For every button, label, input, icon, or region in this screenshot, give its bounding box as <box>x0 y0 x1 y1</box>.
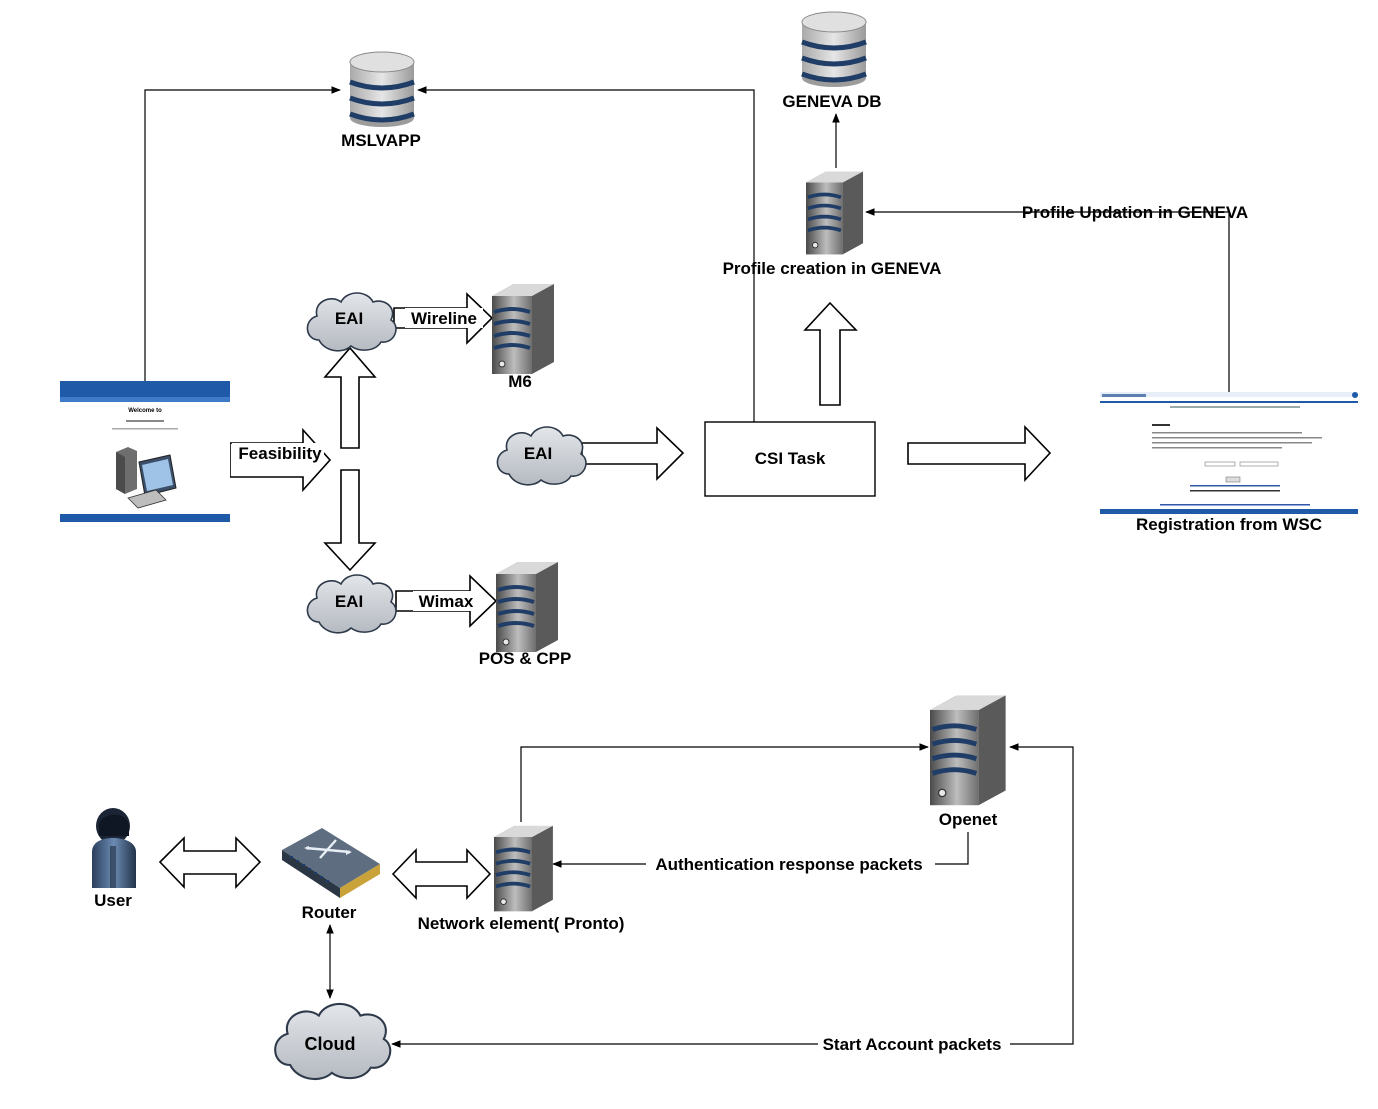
geneva-db-label: GENEVA DB <box>782 92 881 111</box>
network-element-label: Network element( Pronto) <box>418 914 625 933</box>
edge-pronto-to-openet <box>520 743 929 822</box>
server-icon <box>494 560 560 654</box>
eai-mid-label: EAI <box>524 444 552 463</box>
csi-task-box <box>704 421 876 497</box>
arrow-up-eai <box>323 346 377 449</box>
server-icon <box>804 169 865 257</box>
arrow-user-router <box>158 836 262 889</box>
server-profile-creation <box>804 169 865 257</box>
edge-portal-to-mslvapp <box>144 86 341 382</box>
csi-task-label: CSI Task <box>755 449 826 468</box>
server-m6 <box>490 282 556 376</box>
profile-creation-label: Profile creation in GENEVA <box>723 259 942 278</box>
edge-start-account <box>1009 743 1074 1045</box>
block-arrows <box>158 292 1052 900</box>
database-icon <box>802 12 866 87</box>
wsc-screenshot <box>1100 392 1358 514</box>
openet-label: Openet <box>939 810 998 829</box>
server-network-element <box>492 823 555 914</box>
router-label: Router <box>302 903 357 922</box>
wireline-label-bg <box>405 308 483 328</box>
router-icon <box>282 828 380 898</box>
server-icon <box>930 695 1006 805</box>
start-account-label: Start Account packets <box>823 1035 1002 1054</box>
server-icon <box>490 282 556 376</box>
wimax-label-bg <box>413 591 479 611</box>
edge-wsc-to-profile <box>1012 211 1230 392</box>
edge-csi-to-mslvapp <box>417 86 755 422</box>
arrow-down-eai <box>323 469 377 572</box>
edge-openet-to-pronto <box>935 832 969 865</box>
feasibility-label-bg <box>232 443 324 463</box>
connector-lines <box>144 86 1230 1048</box>
database-mslvapp <box>350 52 414 127</box>
m6-label: M6 <box>508 372 532 391</box>
cloud-label: Cloud <box>305 1034 356 1054</box>
server-pos-cpp <box>494 560 560 654</box>
eai-top-label: EAI <box>335 309 363 328</box>
feasibility-label: Feasibility <box>238 444 322 463</box>
arrow-csi-to-wsc <box>907 425 1052 483</box>
wireline-label: Wireline <box>411 309 477 328</box>
arrow-eai-to-csi <box>581 426 685 481</box>
pos-cpp-label: POS & CPP <box>479 649 572 668</box>
arrow-csi-up <box>803 301 858 406</box>
arrow-router-pronto <box>391 848 492 900</box>
portal-screenshot: Welcome to <box>60 381 230 522</box>
database-geneva <box>802 12 866 87</box>
portal-welcome-text: Welcome to <box>128 408 162 414</box>
mslvapp-label: MSLVAPP <box>341 131 421 150</box>
user-icon <box>92 808 136 888</box>
eai-bottom-label: EAI <box>335 592 363 611</box>
user-label: User <box>94 891 132 910</box>
profile-updation-label: Profile Updation in GENEVA <box>1022 203 1248 222</box>
server-icon <box>492 823 555 914</box>
wimax-label: Wimax <box>419 592 474 611</box>
auth-response-label: Authentication response packets <box>655 855 922 874</box>
desktop-computer-icon <box>116 447 177 509</box>
server-openet <box>930 695 1006 805</box>
registration-wsc-label: Registration from WSC <box>1136 515 1322 534</box>
database-icon <box>350 52 414 127</box>
